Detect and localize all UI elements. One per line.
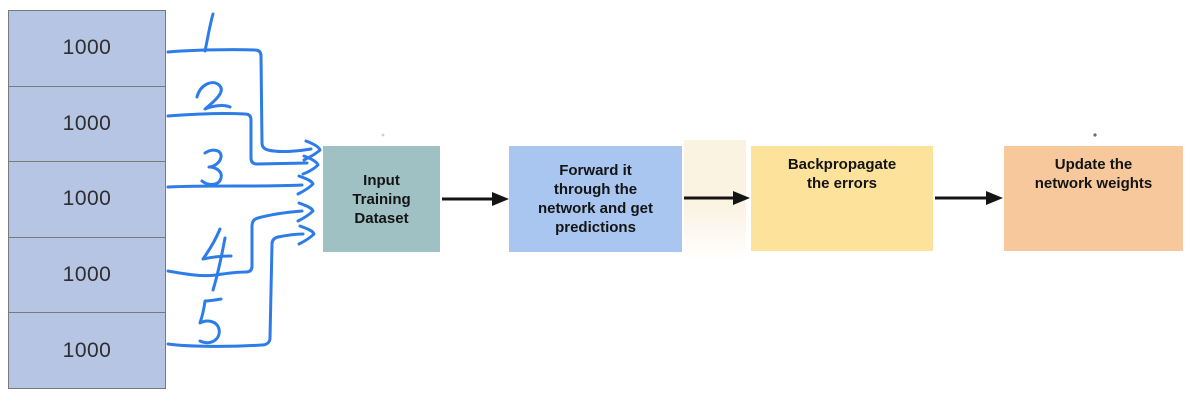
table-row: 1000 [9,87,165,163]
cream-remnant-band [684,140,746,260]
flow-box-label-line: predictions [555,219,636,236]
flow-box-label-line: Backpropagate [787,156,897,173]
handwritten-number-2 [195,81,232,111]
table-row: 1000 [9,238,165,314]
flow-box-label-line: the errors [806,175,878,192]
flow-box-label-line: Training [352,190,411,208]
table-row: 1000 [9,162,165,238]
flow-box-label-line: Update the [1054,156,1133,173]
hand-arrow-stroke-3 [166,183,304,189]
flow-box-label-line: network weights [1034,175,1153,192]
stray-mark [1093,133,1097,137]
flow-box-forward-pass: Forward it through the network and get p… [509,146,682,252]
handwritten-number-5 [198,297,223,345]
black-arrow-3 [935,191,1003,205]
flow-box-label-line: Input [363,171,400,189]
flow-box-label-line: Forward it [559,162,632,179]
hand-arrowhead-1 [302,139,322,162]
hand-arrowhead-2 [301,154,320,176]
black-arrow-1 [442,192,509,206]
stray-mark [381,133,385,137]
hand-arrow-stroke-4 [166,209,304,278]
hand-arrowhead-4 [296,201,315,223]
flow-box-label-line: through the [553,181,638,198]
table-row: 1000 [62,338,112,362]
flow-box-update-weights: Update the network weights [1004,146,1183,251]
flow-box-backpropagate: Backpropagate the errors [751,146,933,251]
flow-box-input-training-dataset: Input Training Dataset [323,146,440,252]
hand-arrowhead-3 [296,174,315,196]
table-row: 1000 [9,11,165,87]
dataset-table: 1000 1000 1000 1000 1000 [8,10,166,389]
hand-arrow-stroke-2 [166,112,309,166]
handwritten-number-1 [203,12,215,53]
flow-box-label-line: Dataset [354,209,409,227]
hand-arrowhead-5 [297,224,316,246]
hand-arrow-stroke-5 [166,232,305,348]
hand-arrow-stroke-1 [166,48,313,154]
handwritten-number-4 [201,227,233,292]
flow-box-label-line: network and get [537,200,653,217]
handwritten-number-3 [200,148,223,186]
